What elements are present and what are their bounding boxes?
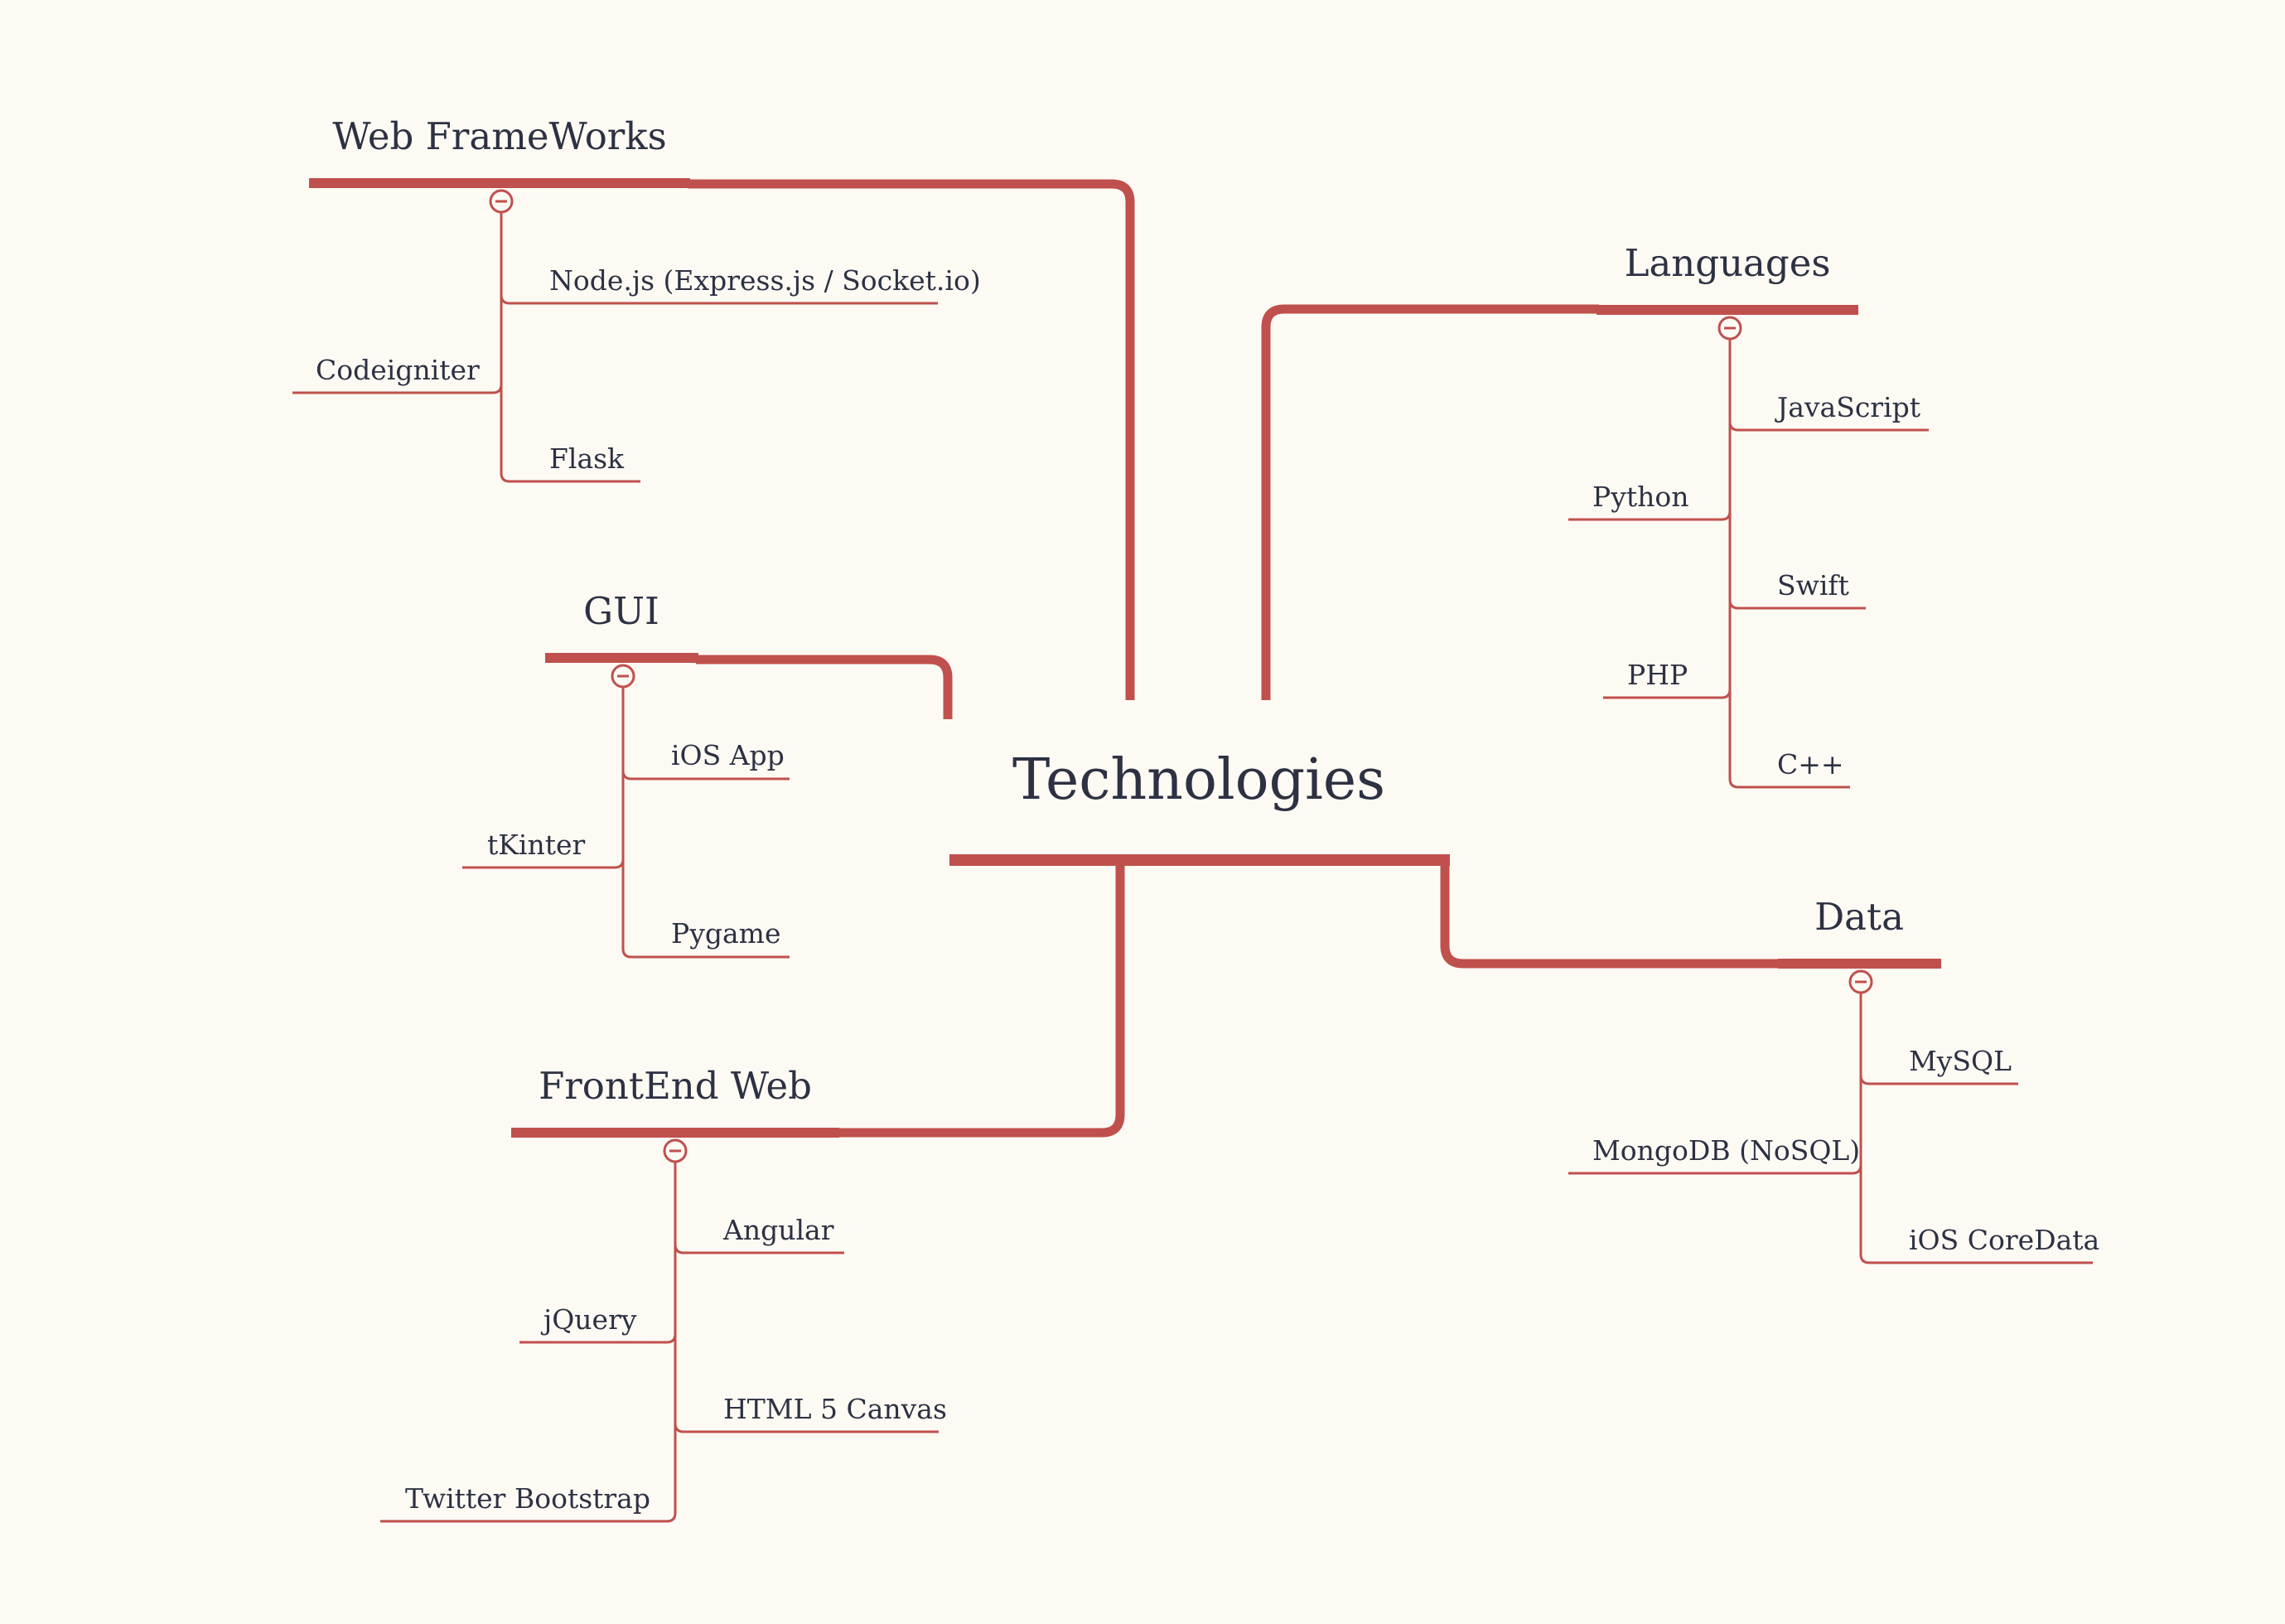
topic-label: Languages <box>1625 241 1831 285</box>
child-label[interactable]: PHP <box>1627 659 1688 691</box>
collapse-toggle[interactable] <box>663 1138 688 1163</box>
child-label[interactable]: Node.js (Express.js / Socket.io) <box>549 264 981 297</box>
child-label[interactable]: Angular <box>722 1214 834 1246</box>
branch-gui <box>696 655 953 719</box>
child-connector <box>380 1423 677 1523</box>
collapse-toggle[interactable] <box>1717 316 1742 341</box>
collapse-toggle[interactable] <box>489 189 514 214</box>
child-label[interactable]: tKinter <box>487 829 586 861</box>
child-connector <box>621 859 790 959</box>
child-connector <box>1859 1165 2093 1264</box>
child-label[interactable]: JavaScript <box>1775 391 1920 423</box>
child-label[interactable]: Python <box>1592 481 1688 513</box>
branch-languages <box>1261 304 1599 700</box>
topic-languages[interactable]: Languages JavaScript Python Swift PHP C+… <box>1568 241 1929 789</box>
child-label[interactable]: C++ <box>1777 748 1844 781</box>
main-branches <box>688 179 1781 1138</box>
topic-label: FrontEnd Web <box>539 1064 812 1108</box>
child-label[interactable]: MySQL <box>1909 1045 2012 1077</box>
topic-gui[interactable]: GUI iOS App tKinter Pygame <box>462 589 790 959</box>
collapse-toggle[interactable] <box>611 664 635 689</box>
child-label[interactable]: iOS CoreData <box>1909 1224 2099 1256</box>
topic-data[interactable]: Data MySQL MongoDB (NoSQL) iOS CoreData <box>1568 895 2099 1264</box>
central-topic-label: Technologies <box>1012 747 1385 813</box>
child-label[interactable]: jQuery <box>540 1303 637 1336</box>
branch-web-frameworks <box>688 179 1135 700</box>
topic-label: GUI <box>583 589 659 633</box>
child-label[interactable]: Codeigniter <box>316 354 480 386</box>
topic-label: Web FrameWorks <box>332 114 666 158</box>
child-label[interactable]: Swift <box>1777 569 1849 602</box>
child-connector <box>500 384 640 483</box>
child-label[interactable]: Twitter Bootstrap <box>405 1482 650 1515</box>
child-label[interactable]: HTML 5 Canvas <box>723 1393 947 1425</box>
collapse-toggle[interactable] <box>1848 969 1873 994</box>
topic-label: Data <box>1814 895 1904 939</box>
central-topic[interactable]: Technologies <box>949 747 1450 866</box>
topic-frontend-web[interactable]: FrontEnd Web Angular jQuery HTML 5 Canva… <box>380 1064 947 1523</box>
branch-data <box>1440 862 1781 969</box>
branch-frontend-web <box>837 862 1125 1138</box>
child-label[interactable]: Pygame <box>671 917 780 950</box>
child-label[interactable]: Flask <box>549 442 625 475</box>
child-label[interactable]: MongoDB (NoSQL) <box>1592 1134 1860 1167</box>
topic-web-frameworks[interactable]: Web FrameWorks Node.js (Express.js / Soc… <box>292 114 981 483</box>
child-connector <box>1728 689 1850 789</box>
child-label[interactable]: iOS App <box>671 739 785 771</box>
